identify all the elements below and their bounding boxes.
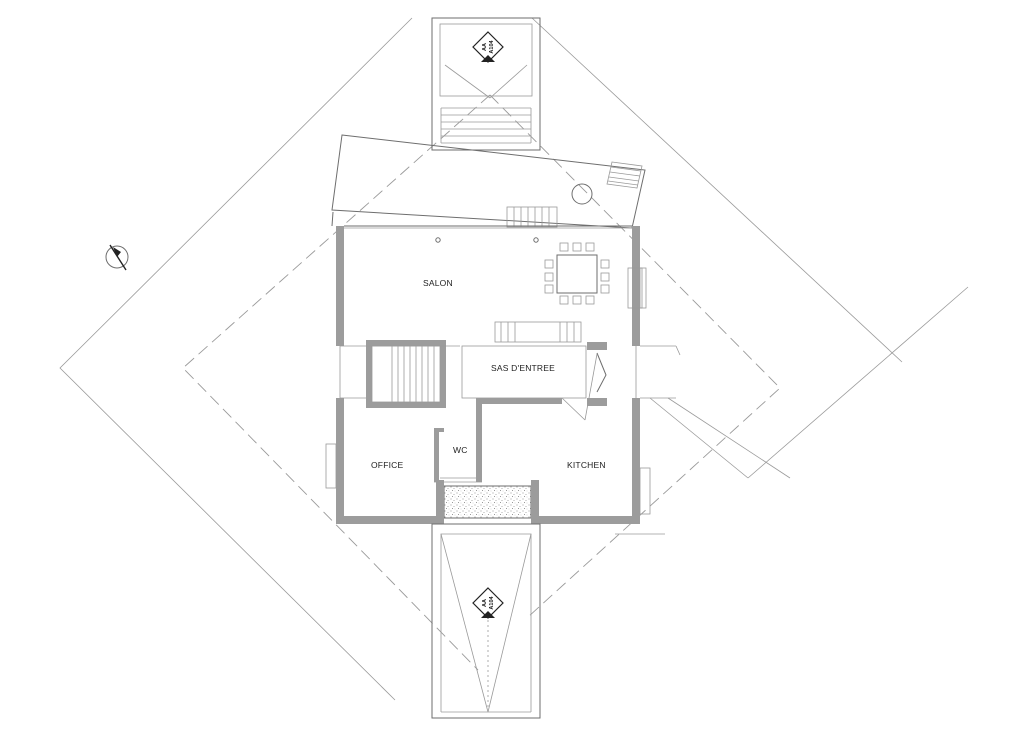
wc-room bbox=[434, 398, 562, 483]
setback-line bbox=[182, 94, 781, 671]
main-staircase bbox=[366, 340, 446, 408]
south-walkway bbox=[431, 523, 541, 719]
deck-stairs bbox=[606, 161, 643, 189]
office-window bbox=[325, 443, 337, 489]
salon-details bbox=[435, 237, 647, 309]
room-label-kitchen: KITCHEN bbox=[567, 460, 606, 470]
steps-north bbox=[440, 107, 532, 144]
section-marker-top: AA A104 bbox=[472, 31, 504, 63]
north-walkway bbox=[431, 17, 541, 151]
section-marker-bottom-line1: AA bbox=[482, 599, 488, 607]
interior-steps bbox=[494, 321, 582, 343]
deck-steps bbox=[506, 206, 558, 228]
room-label-entry: SAS D'ENTREE bbox=[491, 363, 555, 373]
dining-table bbox=[544, 242, 610, 305]
room-label-wc: WC bbox=[453, 445, 468, 455]
section-marker-top-line1: AA bbox=[482, 43, 488, 51]
tilted-deck bbox=[331, 134, 646, 229]
entry-room bbox=[461, 342, 607, 421]
room-label-salon: SALON bbox=[423, 278, 453, 288]
site-boundary bbox=[59, 17, 969, 701]
gravel-threshold bbox=[436, 480, 539, 524]
tree-icon bbox=[571, 183, 593, 205]
outer-walls bbox=[336, 225, 640, 524]
north-arrow-icon bbox=[105, 244, 129, 271]
section-marker-top-line2: A104 bbox=[489, 39, 495, 53]
section-marker-bottom: AA A104 bbox=[472, 587, 504, 619]
section-marker-bottom-line2: A104 bbox=[489, 595, 495, 609]
kitchen-window bbox=[639, 467, 651, 515]
threshold-lines bbox=[340, 345, 681, 399]
room-label-office: OFFICE bbox=[371, 460, 403, 470]
